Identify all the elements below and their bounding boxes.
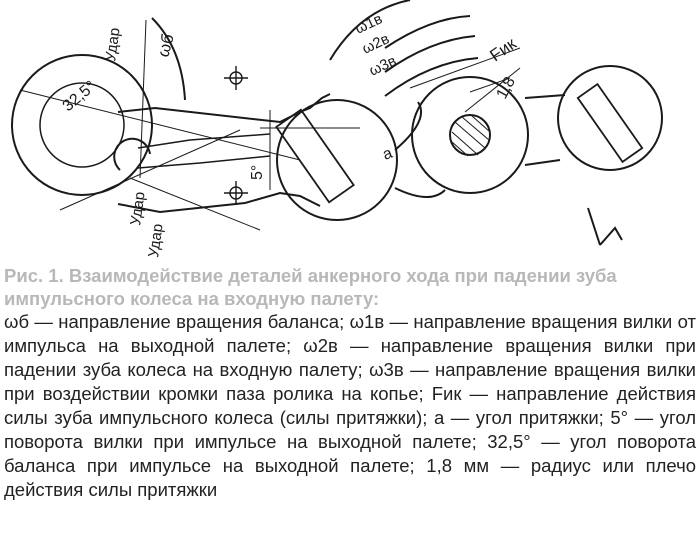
caption-text: ωб — направление вращения баланса; ω1в —…: [4, 311, 696, 500]
entry-pallet-stone: [275, 108, 355, 204]
escapement-diagram: Удар ωб 32,5° 5° Удар Удар ω1в ω2в ω3в F…: [0, 0, 700, 262]
escape-wheel-tooth: [587, 207, 623, 246]
fork-lever-body: [117, 93, 331, 124]
pallet-disk-center: [411, 76, 529, 194]
label-angle-a: a: [381, 145, 395, 164]
label-udar-top: Удар: [102, 27, 124, 63]
caption-title: Рис. 1. Взаимодействие деталей анкерного…: [4, 265, 617, 309]
fork-lever-body-lower: [117, 191, 321, 214]
pallet-arbor: [449, 114, 491, 156]
right-connector: [524, 94, 566, 99]
balance-roller-inner: [39, 82, 125, 168]
label-omega-b: ωб: [154, 32, 178, 59]
figure-caption: Рис. 1. Взаимодействие деталей анкерного…: [4, 264, 696, 502]
label-angle-5: 5°: [249, 165, 266, 180]
rotation-arrows: [151, 0, 479, 101]
right-connector-lower: [524, 159, 561, 166]
construction-lines: [19, 19, 521, 231]
balance-roller: [11, 54, 153, 196]
label-omega-3v: ω3в: [367, 52, 400, 79]
fork-guard: [137, 133, 271, 149]
pallet-bridge: [394, 101, 423, 151]
center-marks: [224, 66, 248, 205]
label-force: Fик: [486, 34, 520, 66]
arbor-hatch: [451, 115, 490, 157]
pallet-disk-left: [276, 99, 398, 221]
right-roller: [557, 65, 663, 171]
label-udar-mid: Удар: [127, 191, 149, 227]
exit-pallet-stone: [576, 82, 644, 164]
label-udar-bottom: Удар: [145, 223, 167, 259]
escapement-drawing: Удар ωб 32,5° 5° Удар Удар ω1в ω2в ω3в F…: [11, 0, 663, 259]
roller-notch: [113, 137, 151, 171]
pallet-bridge-lower: [394, 187, 446, 198]
